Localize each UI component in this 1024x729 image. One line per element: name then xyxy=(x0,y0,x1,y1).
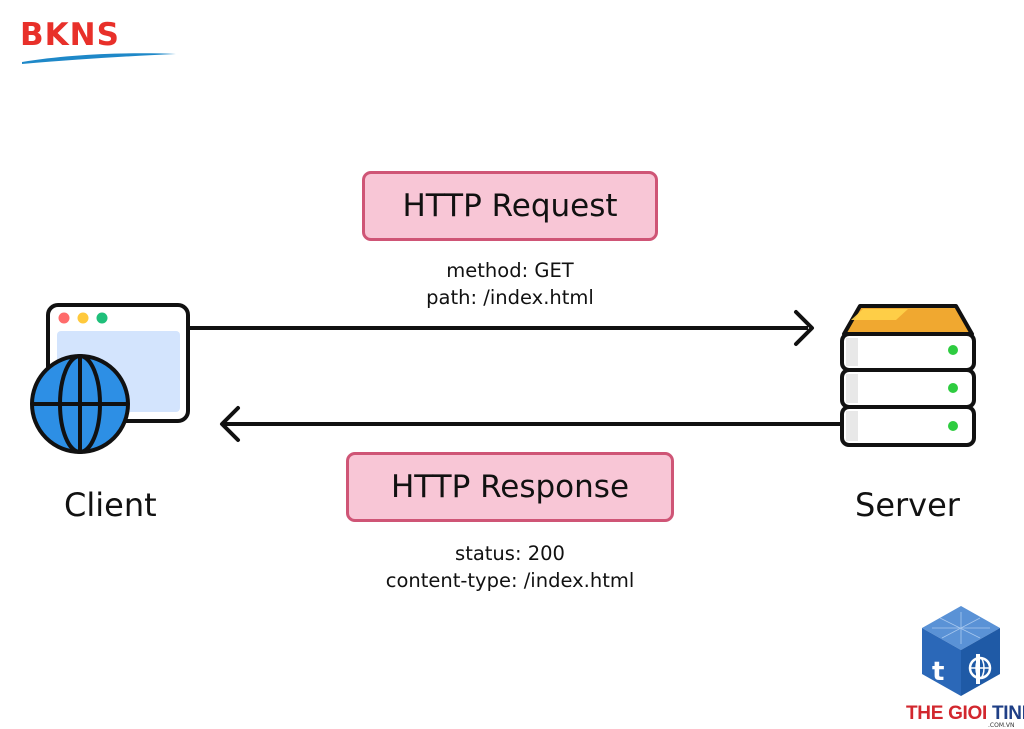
request-arrow-head xyxy=(794,310,814,346)
server-stack-icon xyxy=(840,304,976,447)
brand-prefix: THE GIOI xyxy=(906,703,987,724)
http-response-title: HTTP Response xyxy=(390,469,630,505)
brand-domain: .COM.VN xyxy=(988,722,1015,729)
response-content-type: content-type: /index.html xyxy=(385,569,635,592)
request-path: path: /index.html xyxy=(426,286,594,309)
client-label: Client xyxy=(64,486,157,524)
response-arrow-head xyxy=(220,406,240,442)
bkns-logo: BKNS xyxy=(20,20,180,66)
brand-suffix: TINHOC xyxy=(991,703,1024,724)
browser-globe-icon xyxy=(30,303,190,454)
response-details: status: 200 content-type: /index.html xyxy=(340,540,680,594)
brand-name: THE GIOI TINHOC xyxy=(906,704,1024,723)
svg-text:t: t xyxy=(932,657,944,687)
globe-icon xyxy=(30,354,130,454)
thegioitinhoc-watermark: t THE GIOI TINHOC .COM.VN xyxy=(900,604,1024,729)
response-status: status: 200 xyxy=(455,542,565,565)
bkns-logo-text: BKNS xyxy=(20,17,120,53)
server-label: Server xyxy=(855,486,960,524)
http-request-title: HTTP Request xyxy=(402,188,618,224)
http-response-label: HTTP Response xyxy=(346,452,674,522)
http-request-label: HTTP Request xyxy=(362,171,658,241)
request-details: method: GET path: /index.html xyxy=(360,257,660,311)
bkns-swoosh-icon xyxy=(22,53,176,64)
ti-cube-icon: t xyxy=(922,606,1000,696)
request-method: method: GET xyxy=(446,259,574,282)
